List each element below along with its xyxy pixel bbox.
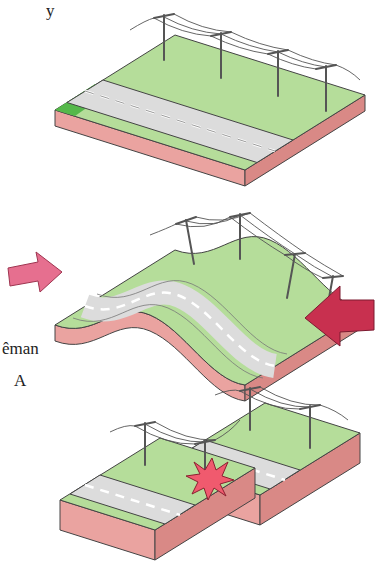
text-fragment: êman: [2, 340, 39, 359]
fault-burst: [186, 458, 234, 500]
text-fragment: A: [14, 372, 26, 391]
push-arrow: [8, 252, 62, 292]
text-fragment: y: [46, 2, 55, 21]
